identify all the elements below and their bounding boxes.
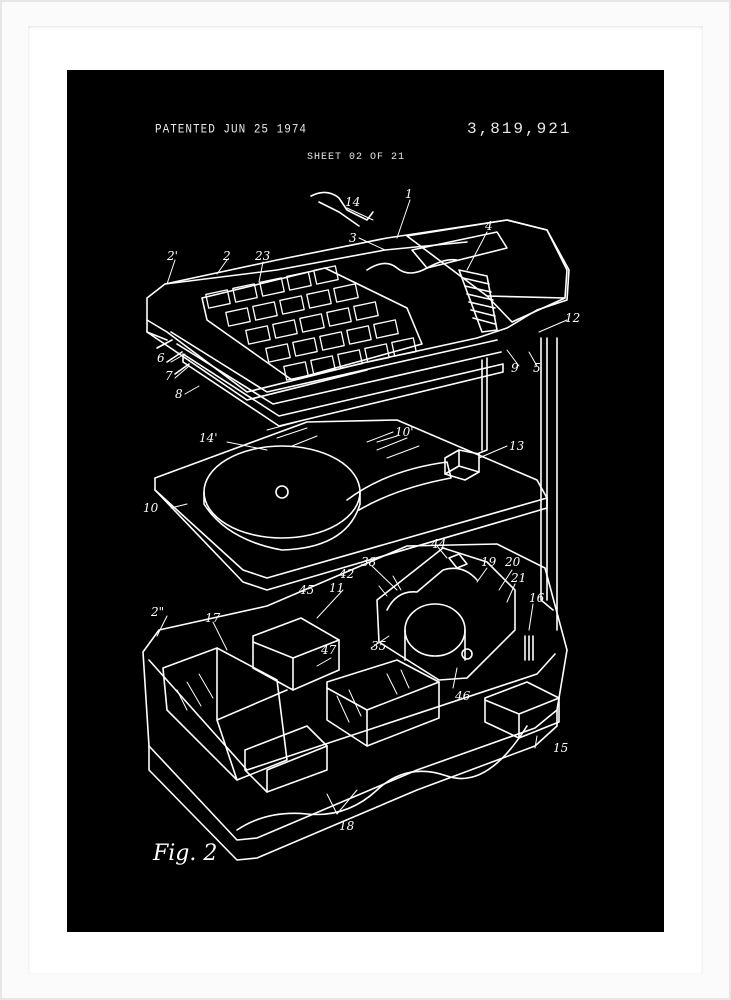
numeral-44: 44 bbox=[430, 537, 446, 551]
numeral-2-double-prime: 2" bbox=[150, 605, 164, 619]
numeral-5: 5 bbox=[533, 361, 541, 375]
patent-date: PATENTED JUN 25 1974 bbox=[155, 123, 308, 137]
numeral-17: 17 bbox=[205, 611, 221, 625]
numeral-15: 15 bbox=[553, 741, 568, 755]
sheet-number: SHEET 02 OF 21 bbox=[307, 152, 406, 163]
patent-number: 3,819,921 bbox=[467, 120, 572, 138]
numeral-4: 4 bbox=[484, 219, 493, 233]
figure-label: Fig. 2 bbox=[152, 841, 217, 866]
numeral-14-prime: 14' bbox=[199, 431, 218, 445]
patent-drawing: 14 1 3 4 2' 2 23 12 6 7 8 9 5 10' 14' 13… bbox=[142, 187, 580, 866]
numeral-45: 45 bbox=[298, 583, 314, 597]
numeral-12: 12 bbox=[565, 311, 580, 325]
numeral-10: 10 bbox=[143, 501, 159, 515]
keyboard-housing bbox=[146, 191, 570, 427]
numeral-13: 13 bbox=[509, 439, 525, 453]
numeral-38: 38 bbox=[361, 555, 377, 569]
numeral-9: 9 bbox=[511, 361, 519, 375]
numeral-19: 19 bbox=[481, 555, 497, 569]
numeral-42: 42 bbox=[338, 567, 354, 581]
numeral-1: 1 bbox=[405, 187, 413, 201]
numeral-16: 16 bbox=[529, 591, 545, 605]
numeral-2: 2 bbox=[222, 249, 231, 263]
numeral-8: 8 bbox=[175, 387, 183, 401]
numeral-21: 21 bbox=[510, 571, 526, 585]
base-housing bbox=[142, 543, 568, 861]
numeral-35: 35 bbox=[371, 639, 386, 653]
numeral-3: 3 bbox=[349, 231, 357, 245]
numeral-2-prime: 2' bbox=[166, 249, 178, 263]
numeral-18: 18 bbox=[339, 819, 355, 833]
numeral-23: 23 bbox=[254, 249, 271, 263]
numeral-10-prime: 10' bbox=[395, 425, 414, 439]
leader-lines bbox=[156, 199, 568, 815]
numeral-6: 6 bbox=[157, 351, 165, 365]
numeral-11: 11 bbox=[329, 581, 344, 595]
reference-numerals: 14 1 3 4 2' 2 23 12 6 7 8 9 5 10' 14' 13… bbox=[143, 187, 580, 833]
numeral-47: 47 bbox=[320, 643, 337, 657]
numeral-14: 14 bbox=[345, 195, 360, 209]
numeral-7: 7 bbox=[165, 369, 173, 383]
numeral-46: 46 bbox=[454, 689, 471, 703]
keypad bbox=[201, 265, 423, 381]
patent-poster: PATENTED JUN 25 1974 3,819,921 SHEET 02 … bbox=[67, 70, 664, 932]
disk-plate bbox=[154, 419, 548, 591]
numeral-20: 20 bbox=[504, 555, 521, 569]
